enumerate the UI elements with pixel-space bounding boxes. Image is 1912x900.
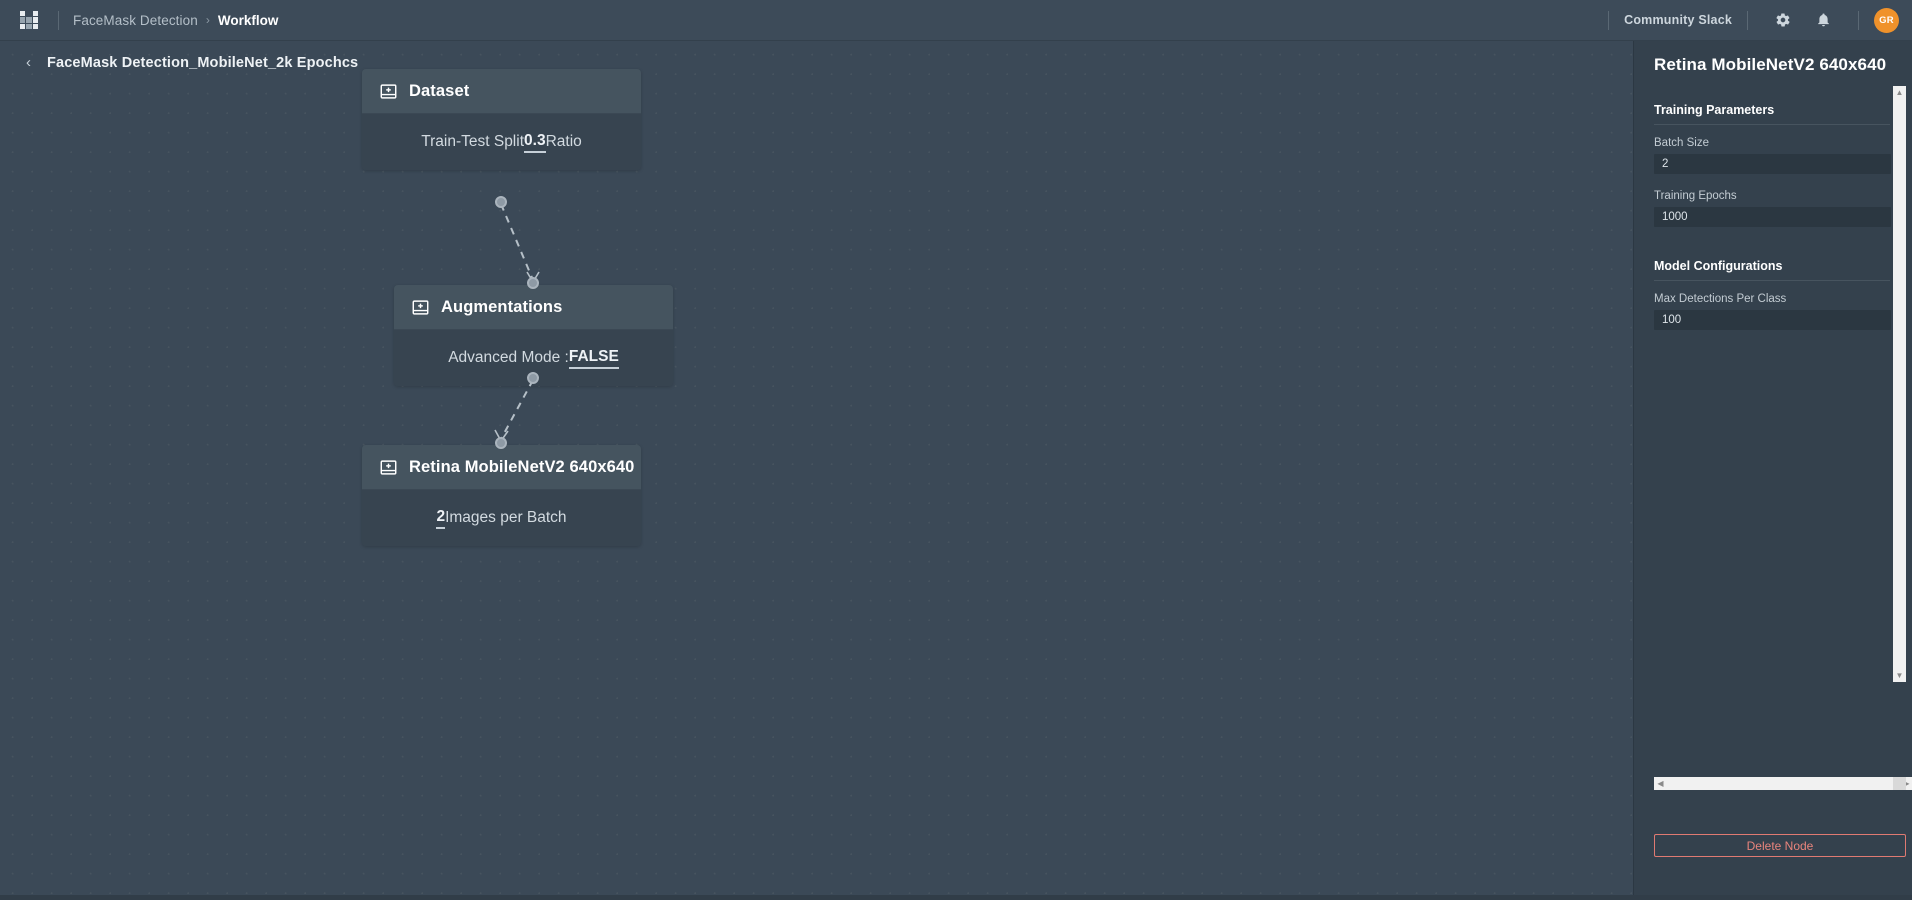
avatar[interactable]: GR [1874, 7, 1899, 33]
node-body[interactable]: 2 Images per Batch [362, 490, 641, 546]
node-body-value[interactable]: 0.3 [524, 132, 546, 153]
workflow-node-augmentations[interactable]: Augmentations Advanced Mode : FALSE [394, 285, 673, 386]
workflow-canvas[interactable]: ‹ FaceMask Detection_MobileNet_2k Epochc… [0, 41, 1633, 900]
field-label-max-detections-per-class: Max Detections Per Class [1654, 293, 1787, 305]
bottom-strip [0, 895, 1912, 900]
node-body-suffix: Ratio [545, 133, 582, 150]
page-title: FaceMask Detection_MobileNet_2k Epochcs [47, 54, 359, 71]
scroll-up-icon[interactable]: ▲ [1895, 88, 1904, 97]
node-input-port-augmentations[interactable] [527, 277, 539, 289]
community-slack-link[interactable]: Community Slack [1624, 13, 1732, 27]
section-heading-training-parameters: Training Parameters [1654, 103, 1890, 125]
scroll-right-icon[interactable]: ▶ [1903, 779, 1910, 788]
node-title: Dataset [409, 81, 470, 100]
divider [58, 10, 59, 30]
node-input-port-model[interactable] [495, 437, 507, 449]
project-header: ‹ FaceMask Detection_MobileNet_2k Epochc… [22, 53, 358, 72]
breadcrumb-separator-icon: › [205, 13, 210, 27]
node-body[interactable]: Advanced Mode : FALSE [394, 330, 673, 386]
back-chevron-icon[interactable]: ‹ [26, 54, 31, 71]
app-logo[interactable] [0, 0, 58, 41]
divider [1747, 10, 1748, 30]
section-heading-model-configurations: Model Configurations [1654, 259, 1890, 281]
node-output-port-augmentations[interactable] [527, 372, 539, 384]
node-body-prefix: Advanced Mode : [448, 349, 569, 366]
workflow-node-dataset[interactable]: Dataset Train-Test Split 0.3 Ratio [362, 69, 641, 170]
add-box-icon [412, 299, 429, 316]
node-header[interactable]: Dataset [362, 69, 641, 114]
node-title: Retina MobileNetV2 640x640 [409, 457, 635, 476]
node-body-suffix: Images per Batch [445, 509, 567, 526]
panel-title: Retina MobileNetV2 640x640 [1654, 55, 1887, 74]
max-detections-per-class-input[interactable]: 100 [1654, 310, 1891, 330]
field-label-batch-size: Batch Size [1654, 137, 1709, 149]
node-body-prefix: Train-Test Split [421, 133, 525, 150]
node-body[interactable]: Train-Test Split 0.3 Ratio [362, 114, 641, 170]
scrollbar-corner [1893, 777, 1906, 790]
breadcrumb: FaceMask Detection › Workflow [73, 13, 278, 28]
divider [1608, 10, 1610, 30]
add-box-icon [380, 459, 397, 476]
node-header[interactable]: Retina MobileNetV2 640x640 [362, 445, 641, 490]
breadcrumb-parent[interactable]: FaceMask Detection [73, 12, 198, 28]
spacer [1654, 243, 1890, 259]
scroll-down-icon[interactable]: ▼ [1895, 671, 1904, 680]
panel-vertical-scrollbar[interactable]: ▲ ▼ [1893, 86, 1906, 682]
node-body-value[interactable]: FALSE [568, 348, 619, 369]
workflow-node-model[interactable]: Retina MobileNetV2 640x640 2 Images per … [362, 445, 641, 546]
batch-size-input[interactable]: 2 [1654, 154, 1891, 174]
gear-icon[interactable] [1772, 9, 1794, 31]
field-label-training-epochs: Training Epochs [1654, 190, 1737, 202]
add-box-icon [380, 83, 397, 100]
top-bar-right: Community Slack GR [1593, 0, 1912, 41]
nanonets-logo-icon [19, 10, 39, 30]
node-body-value[interactable]: 2 [436, 508, 446, 529]
node-output-port-dataset[interactable] [495, 196, 507, 208]
scroll-left-icon[interactable]: ◀ [1657, 779, 1664, 788]
node-header[interactable]: Augmentations [394, 285, 673, 330]
workflow-edges [494, 203, 540, 443]
top-bar: FaceMask Detection › Workflow Community … [0, 0, 1912, 41]
divider [1858, 10, 1859, 30]
node-properties-panel: Retina MobileNetV2 640x640 Training Para… [1633, 41, 1912, 900]
panel-horizontal-scrollbar[interactable]: ◀ ▶ [1654, 777, 1912, 790]
bell-icon[interactable] [1812, 9, 1834, 31]
training-epochs-input[interactable]: 1000 [1654, 207, 1891, 227]
node-title: Augmentations [441, 297, 563, 316]
breadcrumb-current: Workflow [217, 12, 279, 28]
delete-node-button[interactable]: Delete Node [1654, 834, 1906, 857]
